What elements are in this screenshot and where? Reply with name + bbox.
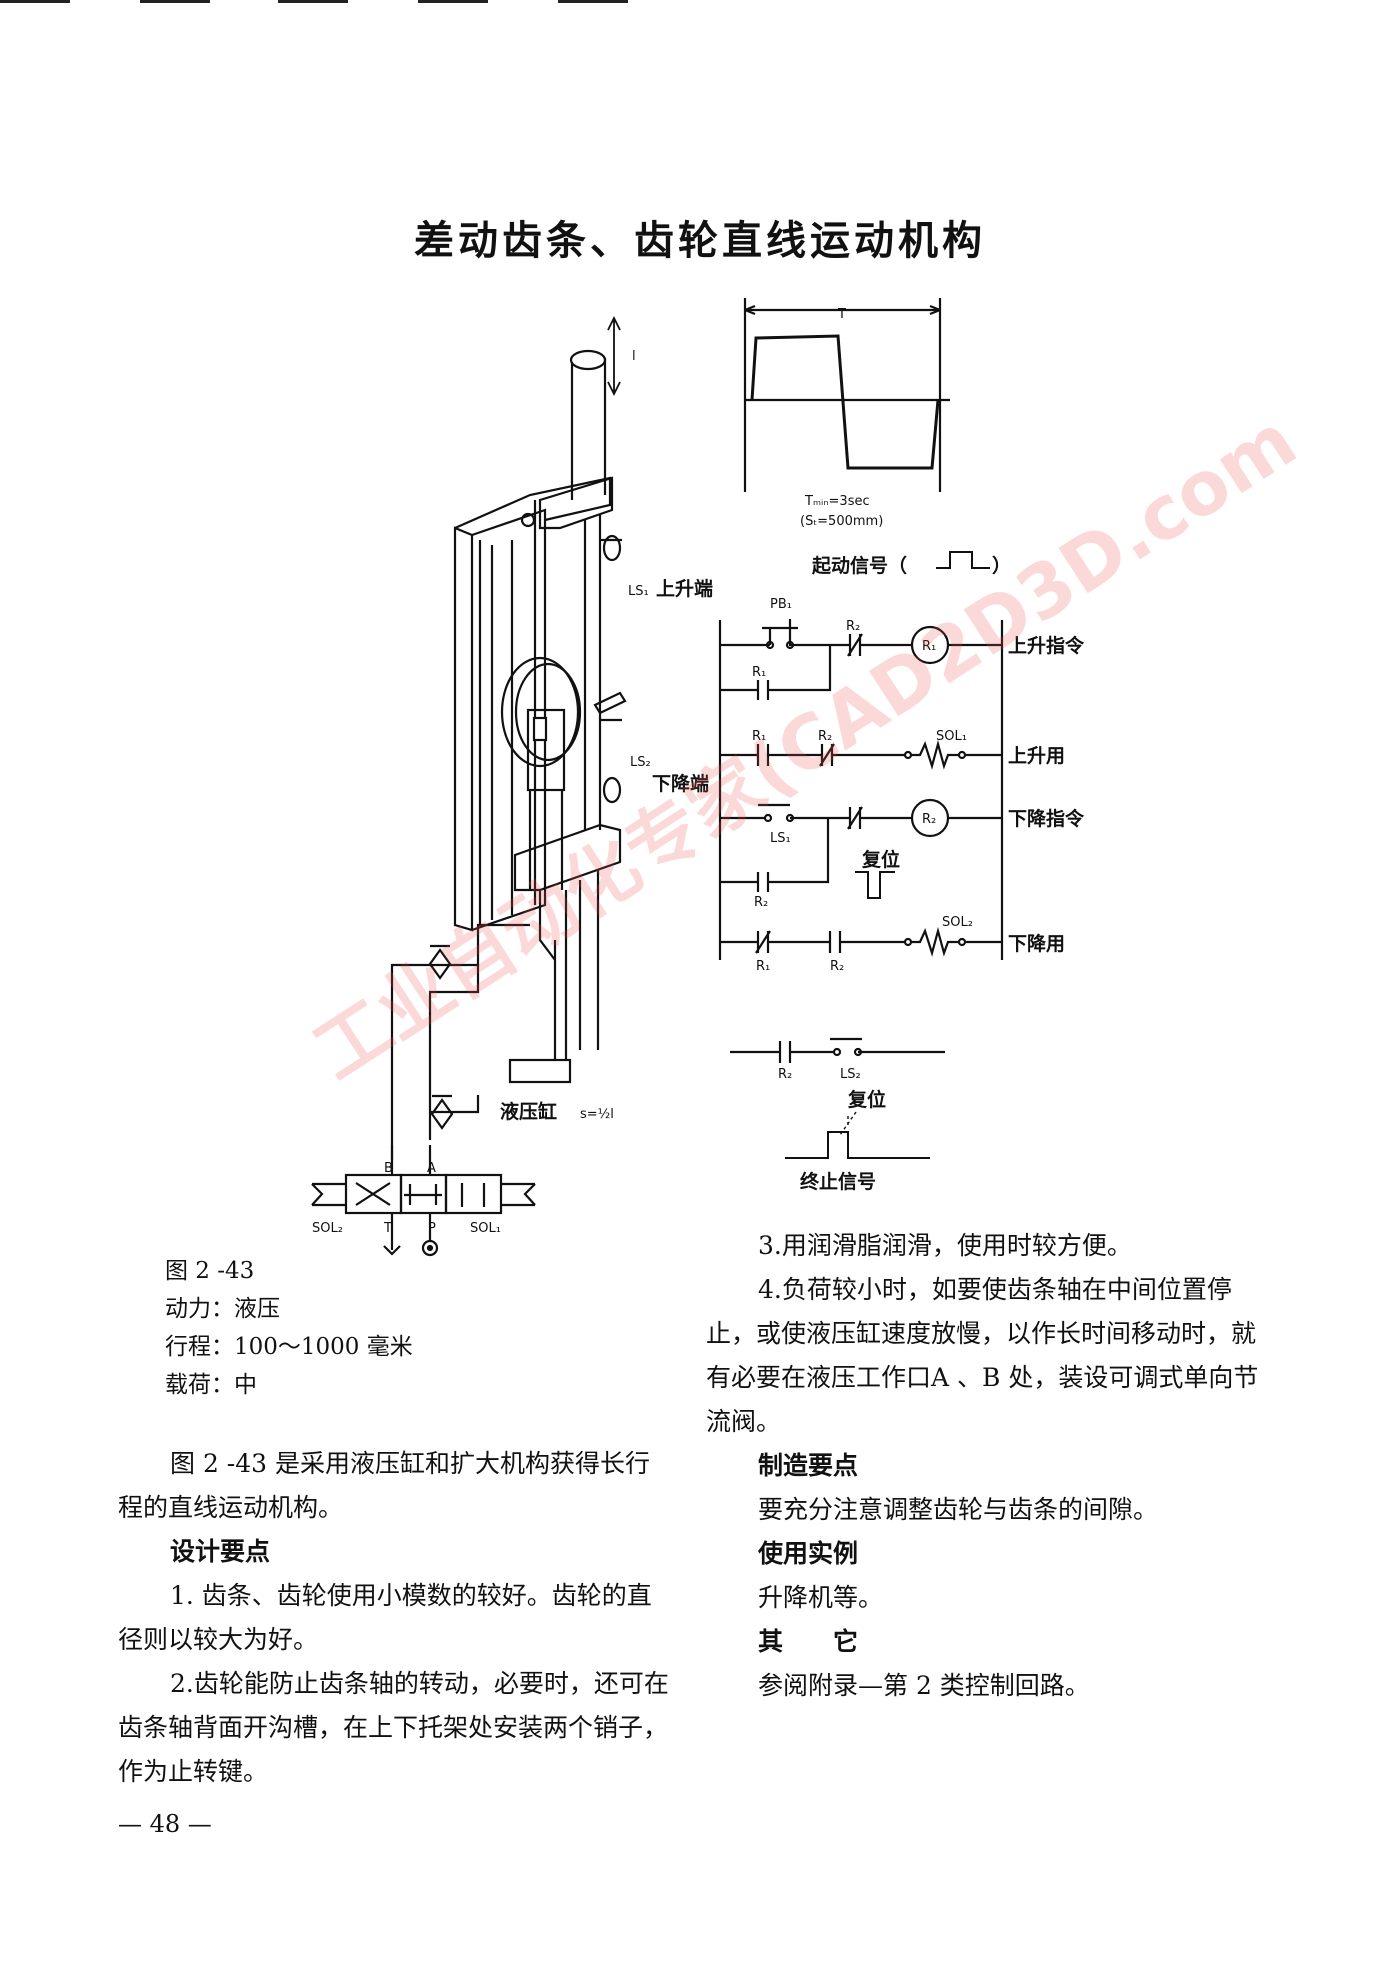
design-point-2: 2.齿轮能防止齿条轴的转动，必要时，还可在齿条轴背面开沟槽，在上下托架处安装两个… [118, 1669, 669, 1786]
load-spec: 载荷：中 [165, 1372, 257, 1398]
timing-diagram: T Tₘᵢₙ=3sec (Sₜ=500mm) 起动信号（ ） [743, 298, 1011, 577]
mechanism-drawing: l [311, 315, 713, 1257]
ls2-contact-label: LS₂ [840, 1067, 861, 1082]
design-heading: 设计要点 [170, 1537, 271, 1566]
sol1-label: SOL₁ [470, 1221, 501, 1236]
cylinder-label: 液压缸 [500, 1100, 557, 1123]
r2-hold-label: R₂ [754, 895, 768, 910]
r2-contact-label: R₂ [818, 729, 832, 744]
other-heading: 其 它 [758, 1627, 859, 1656]
cylinder-formula: s=½l [580, 1107, 614, 1122]
reset2-label: 复位 [847, 1088, 886, 1111]
down-use-label: 下降用 [1008, 932, 1065, 955]
up-use-label: 上升用 [1008, 745, 1065, 767]
up-command-label: 上升指令 [1008, 634, 1085, 657]
pb1-label: PB₁ [770, 597, 792, 612]
figure-meta: 图 2 -43 动力：液压 行程：100～1000 毫米 载荷：中 [165, 1252, 413, 1404]
tmin-label: Tₘᵢₙ=3sec [804, 494, 870, 509]
start-signal-end: ） [992, 554, 1011, 577]
power-spec: 动力：液压 [165, 1296, 280, 1322]
r2-coil-label: R₂ [922, 812, 936, 827]
page-number: — 48 — [118, 1810, 212, 1838]
reset-label: 复位 [861, 848, 900, 871]
right-column: 3.用润滑脂润滑，使用时较方便。 4.负荷较小时，如要使齿条轴在中间位置停止，或… [706, 1224, 1266, 1708]
usage-text: 升降机等。 [758, 1583, 884, 1612]
port-a-label: A [427, 1161, 436, 1176]
end-signal-label: 终止信号 [800, 1170, 876, 1193]
ls2-label: LS₂ [630, 755, 651, 770]
edge-mark [558, 0, 628, 3]
r2-nc-label: R₂ [846, 619, 860, 634]
stroke-arrow-label: l [632, 349, 636, 364]
start-signal-label: 起动信号（ [811, 554, 907, 577]
r2-no-label: R₂ [830, 959, 844, 974]
page-title: 差动齿条、齿轮直线运动机构 [414, 218, 986, 264]
ls1-contact-label: LS₁ [770, 831, 791, 846]
port-b-label: B [384, 1161, 393, 1176]
port-p-label: P [428, 1221, 436, 1236]
edge-mark [140, 0, 210, 3]
sol1-coil-label: SOL₁ [936, 729, 967, 744]
sol2-label: SOL₂ [312, 1221, 343, 1236]
edge-mark [418, 0, 488, 3]
sol2-coil-label: SOL₂ [942, 915, 973, 930]
other-text: 参阅附录—第 2 类控制回路。 [758, 1671, 1090, 1700]
ls1-label: LS₁ [628, 584, 649, 599]
intro-paragraph: 图 2 -43 是采用液压缸和扩大机构获得长行程的直线运动机构。 [118, 1449, 651, 1522]
port-t-label: T [383, 1221, 392, 1236]
manufacturing-text: 要充分注意调整齿轮与齿条的间隙。 [758, 1495, 1159, 1524]
edge-mark [0, 0, 70, 3]
figure-caption: 图 2 -43 [165, 1258, 255, 1284]
design-point-1: 1. 齿条、齿轮使用小模数的较好。齿轮的直径则以较大为好。 [118, 1581, 652, 1654]
edge-mark [278, 0, 348, 3]
left-column: 图 2 -43 是采用液压缸和扩大机构获得长行程的直线运动机构。 设计要点 1.… [118, 1442, 670, 1794]
t-label: T [837, 307, 846, 322]
r1-coil-label: R₁ [922, 639, 936, 654]
lower-end-label: 下降端 [652, 772, 709, 795]
st-label: (Sₜ=500mm) [800, 514, 883, 529]
r2-stop-label: R₂ [778, 1067, 792, 1082]
stroke-spec: 行程：100～1000 毫米 [165, 1334, 413, 1360]
r1-nc-label: R₁ [756, 959, 770, 974]
ladder-diagram: PB₁ R₂ R₁ 上升指令 R₁ R₁ R₂ SOL₁ 上升用 LS₁ R₂ … [718, 597, 1085, 1193]
manufacturing-heading: 制造要点 [758, 1451, 859, 1480]
design-point-3: 3.用润滑脂润滑，使用时较方便。 [758, 1231, 1132, 1260]
down-command-label: 下降指令 [1008, 807, 1085, 830]
r1-contact-label: R₁ [752, 729, 766, 744]
upper-end-label: 上升端 [656, 577, 713, 600]
r1-hold-label: R₁ [752, 665, 766, 680]
usage-heading: 使用实例 [758, 1539, 859, 1568]
design-point-4: 4.负荷较小时，如要使齿条轴在中间位置停止，或使液压缸速度放慢，以作长时间移动时… [706, 1275, 1259, 1436]
